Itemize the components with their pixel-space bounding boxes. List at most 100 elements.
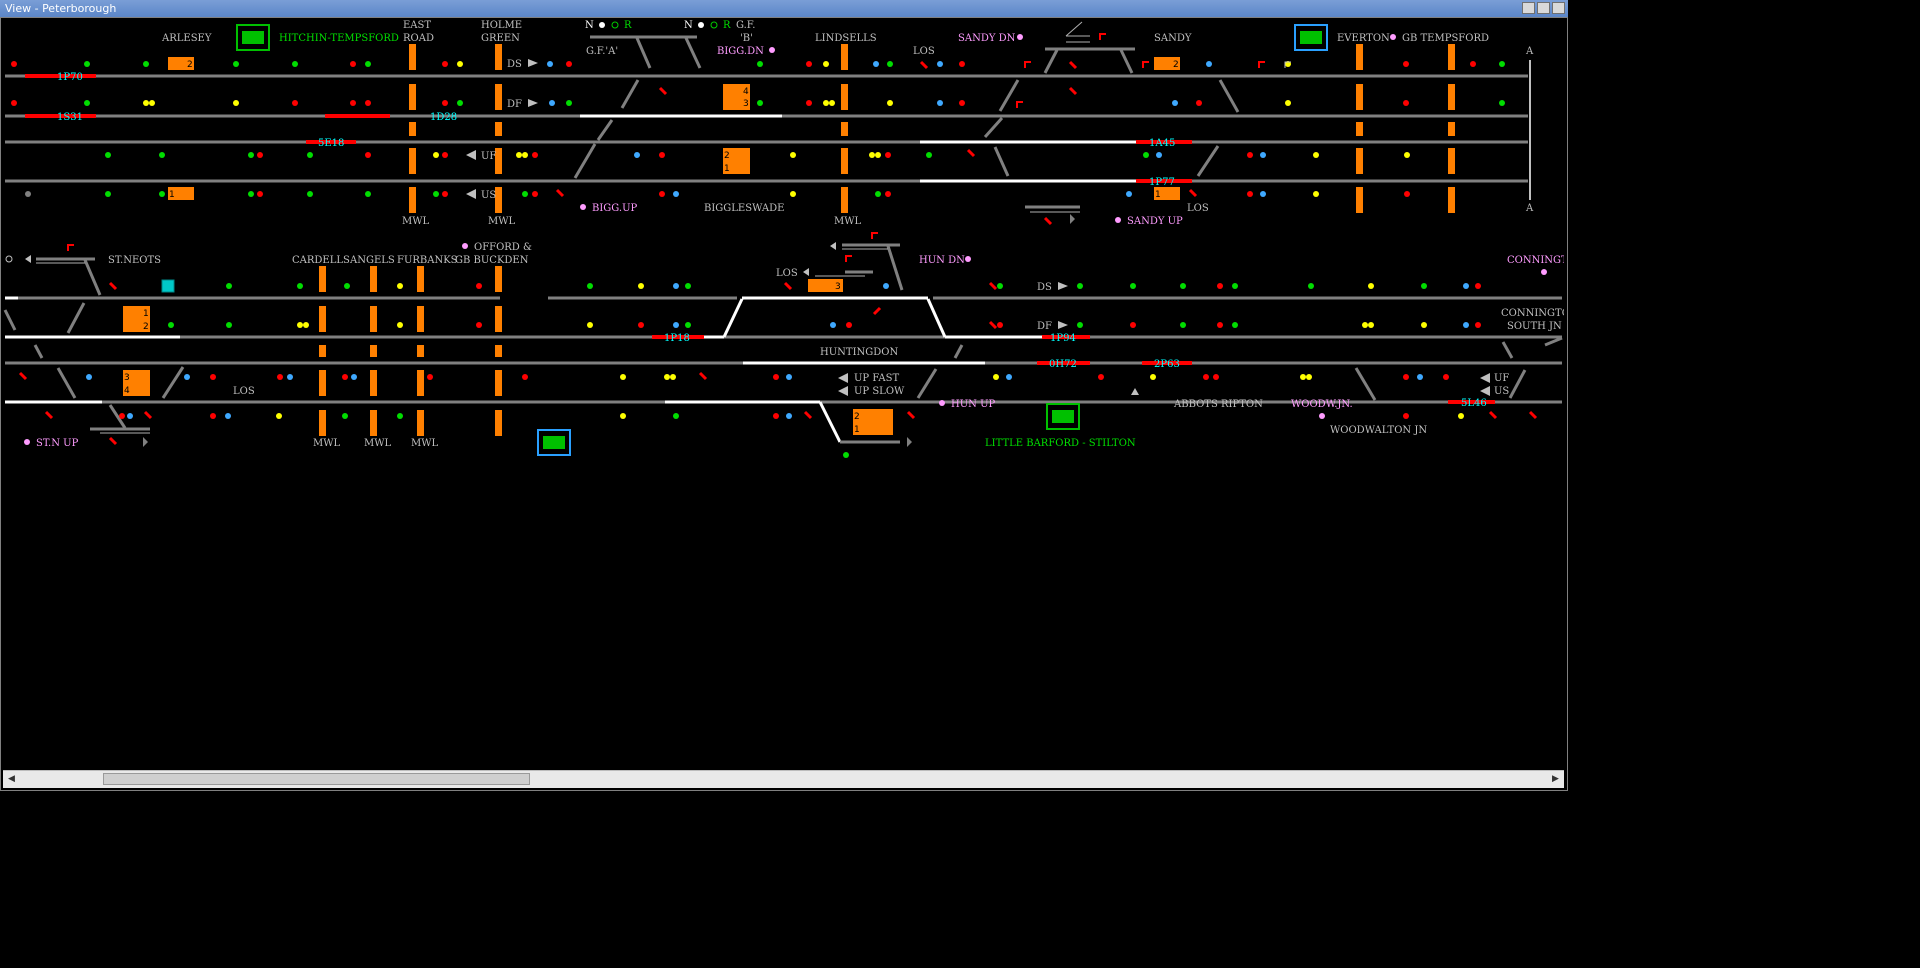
location-los: LOS xyxy=(913,46,935,57)
crossover[interactable] xyxy=(998,79,1020,112)
minimize-button[interactable] xyxy=(1522,2,1535,14)
signalling-panel: .lbl { fill:#c0c0c0; font-family:"DejaVu… xyxy=(3,18,1564,770)
crossover[interactable] xyxy=(1544,336,1563,347)
window-title: View - Peterborough xyxy=(5,2,117,15)
location-st-n-up: ST.N UP xyxy=(36,438,79,449)
location-connington-south: CONNINGTON xyxy=(1501,308,1564,319)
block-number: 2 xyxy=(724,151,730,161)
location-lindsells: LINDSELLS xyxy=(815,33,877,44)
route-set xyxy=(818,401,842,443)
direction-arrow xyxy=(803,268,809,276)
location-mwl: MWL xyxy=(313,438,341,449)
crossover[interactable] xyxy=(1218,79,1240,113)
st-neots-siding-link[interactable] xyxy=(83,259,102,296)
direction-arrow xyxy=(838,373,848,383)
berth-1d28[interactable]: 1D28 xyxy=(430,112,457,123)
line-label-uf: UF xyxy=(481,151,496,162)
boundary-label: A xyxy=(1525,203,1534,214)
lower-berths: 1P18 1P94 0H72 2P63 5L46 xyxy=(664,333,1487,409)
line-label-ds: DS xyxy=(507,59,522,70)
st-neots-up-siding-link[interactable] xyxy=(108,404,127,429)
berth-1s31[interactable]: 1S31 xyxy=(57,112,83,123)
berth-1p77[interactable]: 1P77 xyxy=(1149,177,1175,188)
berth-5l46[interactable]: 5L46 xyxy=(1461,398,1487,409)
location-st-neots: ST.NEOTS xyxy=(108,255,161,266)
crossover[interactable] xyxy=(66,302,86,334)
crossover[interactable] xyxy=(983,116,1004,139)
crossover[interactable] xyxy=(161,366,185,399)
berth-1p94[interactable]: 1P94 xyxy=(1050,333,1076,344)
berth-5e18[interactable]: 5E18 xyxy=(318,138,344,149)
ars-indicator[interactable] xyxy=(537,429,571,456)
location-gf-b-top: G.F. xyxy=(736,20,755,31)
block-number: 3 xyxy=(124,373,130,383)
direction-arrow xyxy=(1480,373,1490,383)
gf-a-connection[interactable] xyxy=(635,37,652,69)
crossover[interactable] xyxy=(620,79,640,109)
lever-reverse[interactable]: R xyxy=(624,20,632,31)
scroll-left-arrow-icon[interactable]: ◀ xyxy=(8,774,15,784)
crossover[interactable] xyxy=(993,146,1010,177)
lever-state xyxy=(710,21,718,29)
upper-signals[interactable] xyxy=(11,33,1505,226)
ars-indicator[interactable] xyxy=(1046,403,1080,430)
ars-indicator[interactable] xyxy=(236,24,270,51)
close-button[interactable] xyxy=(1552,2,1565,14)
location-huntingdon: HUNTINGDON xyxy=(820,347,898,358)
direction-arrow xyxy=(1480,386,1490,396)
location-gf-b: 'B' xyxy=(740,33,753,44)
berth-0h72[interactable]: 0H72 xyxy=(1049,359,1077,370)
maximize-button[interactable] xyxy=(1537,2,1550,14)
direction-arrow xyxy=(830,242,836,250)
crossover[interactable] xyxy=(596,119,614,141)
lower-signals[interactable] xyxy=(18,214,1538,458)
window-frame xyxy=(0,17,1568,791)
crossover[interactable] xyxy=(1501,341,1514,359)
direction-arrow xyxy=(1131,388,1139,395)
location-abbots-ripton: ABBOTS RIPTON xyxy=(1173,399,1263,410)
berth-2p63[interactable]: 2P63 xyxy=(1154,359,1180,370)
location-los: LOS xyxy=(1187,203,1209,214)
crossover[interactable] xyxy=(916,368,938,399)
crossover[interactable] xyxy=(573,143,597,179)
crossover[interactable] xyxy=(3,309,17,331)
track-circuit-indicator[interactable] xyxy=(161,279,175,293)
lever-reverse[interactable]: R xyxy=(723,20,731,31)
location-woodw-jn: WOODW.JN. xyxy=(1291,399,1353,410)
sandy-siding-link[interactable] xyxy=(1043,49,1059,74)
upper-block-numbers: 2 4 3 2 1 2 1 1 xyxy=(169,60,1179,200)
location-mwl: MWL xyxy=(402,216,430,227)
crossover[interactable] xyxy=(1196,145,1220,177)
sandy-siding-link[interactable] xyxy=(1119,49,1134,74)
berth-1p70[interactable]: 1P70 xyxy=(57,72,83,83)
location-dot xyxy=(1390,34,1396,40)
ars-indicator[interactable] xyxy=(1294,24,1328,51)
lever-normal[interactable]: N xyxy=(684,20,693,31)
crossover[interactable] xyxy=(953,344,964,359)
location-offord: OFFORD & xyxy=(474,242,532,253)
huntingdon-siding-link[interactable] xyxy=(886,245,904,291)
location-holme: HOLME xyxy=(481,20,522,31)
location-mwl: MWL xyxy=(364,438,392,449)
location-gb-tempsford: GB TEMPSFORD xyxy=(1402,33,1489,44)
direction-arrow xyxy=(528,59,538,67)
direction-arrow xyxy=(528,99,538,107)
route-set xyxy=(722,298,744,338)
crossover[interactable] xyxy=(56,367,77,399)
line-label-up-slow: UP SLOW xyxy=(854,386,905,397)
gf-b-connection[interactable] xyxy=(684,37,702,69)
crossover[interactable] xyxy=(33,344,44,359)
scrollbar-thumb[interactable] xyxy=(103,773,530,785)
crossover[interactable] xyxy=(1354,367,1377,401)
crossover[interactable] xyxy=(1508,369,1527,399)
horizontal-scrollbar[interactable]: ◀ ▶ xyxy=(3,770,1564,788)
lever-normal[interactable]: N xyxy=(585,20,594,31)
block-number: 2 xyxy=(187,60,193,70)
location-connington: CONNINGTON xyxy=(1507,255,1564,266)
location-dot xyxy=(462,243,468,249)
block-number: 2 xyxy=(1173,60,1179,70)
scroll-right-arrow-icon[interactable]: ▶ xyxy=(1552,774,1559,784)
location-dot xyxy=(1319,413,1325,419)
berth-1p18[interactable]: 1P18 xyxy=(664,333,690,344)
berth-1a45[interactable]: 1A45 xyxy=(1149,138,1175,149)
